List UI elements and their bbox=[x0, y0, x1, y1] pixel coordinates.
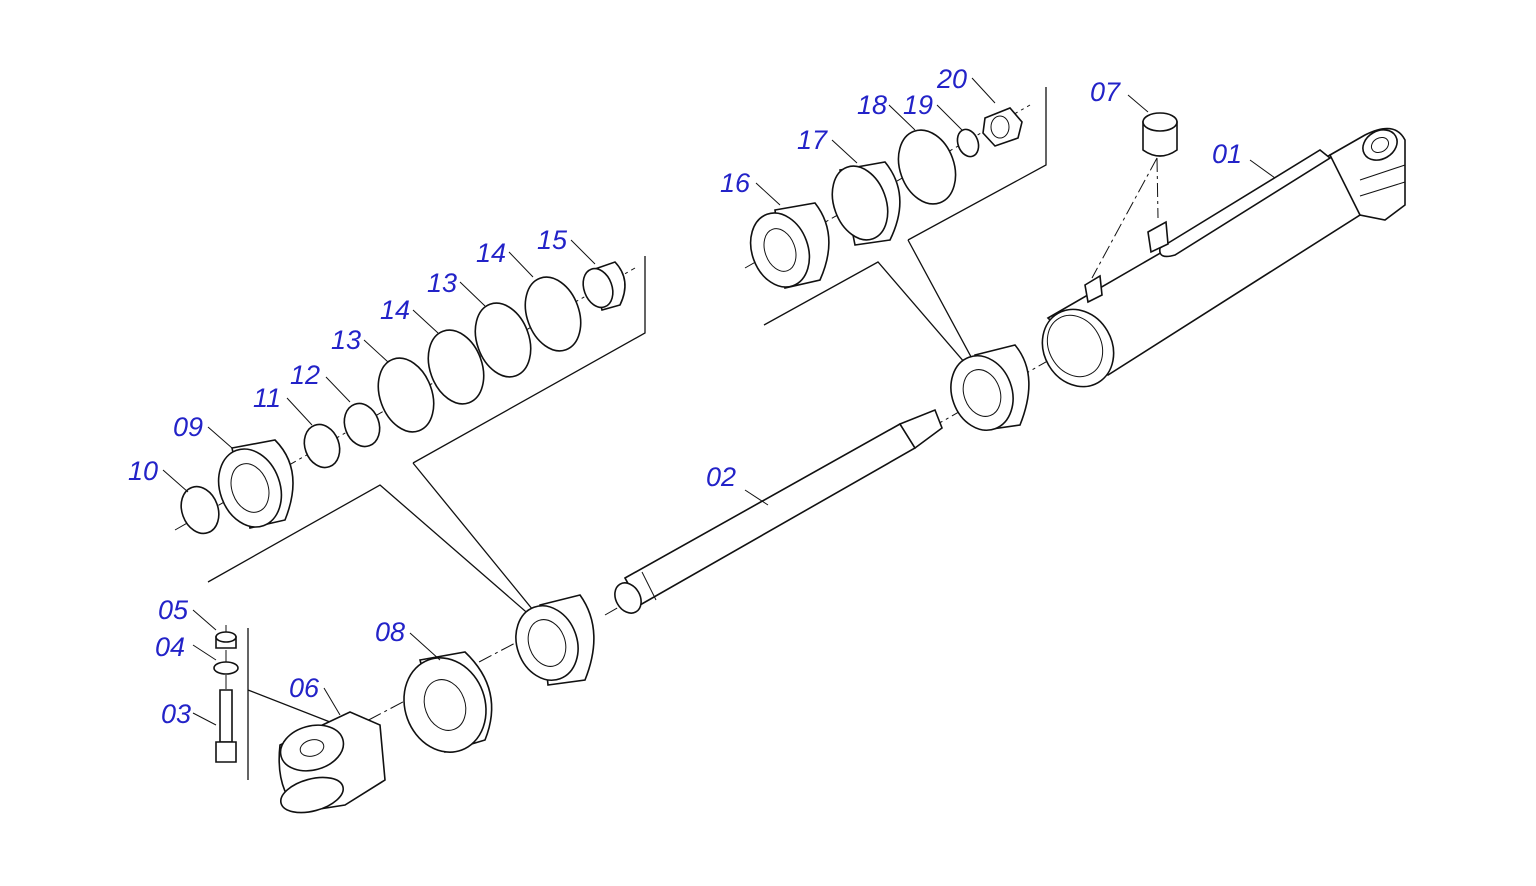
callout-07: 07 bbox=[1090, 77, 1121, 107]
piston-16 bbox=[749, 202, 830, 289]
callout-14b: 14 bbox=[476, 238, 506, 268]
washer bbox=[213, 661, 239, 675]
o-ring-13b bbox=[474, 302, 532, 378]
nut bbox=[215, 631, 237, 649]
gland-assembled bbox=[515, 594, 595, 686]
callout-10: 10 bbox=[128, 456, 158, 486]
cap-axis bbox=[1091, 157, 1158, 279]
callout-19: 19 bbox=[903, 90, 933, 120]
leader-lines bbox=[162, 77, 1276, 726]
callout-02: 02 bbox=[706, 462, 736, 492]
o-ring-18 bbox=[897, 129, 957, 205]
callout-20: 20 bbox=[936, 64, 967, 94]
cap-axis-2 bbox=[1156, 157, 1159, 219]
bolt bbox=[215, 689, 237, 763]
callout-17: 17 bbox=[797, 125, 828, 155]
callout-11: 11 bbox=[253, 383, 281, 413]
callout-15: 15 bbox=[537, 225, 568, 255]
callout-08: 08 bbox=[375, 617, 405, 647]
callout-13a: 13 bbox=[331, 325, 361, 355]
gland-kit-frame bbox=[207, 256, 646, 638]
wiper-seal-10 bbox=[180, 485, 220, 535]
callout-16: 16 bbox=[720, 168, 751, 198]
cylinder-tube bbox=[1041, 127, 1406, 388]
gland-nut bbox=[403, 651, 493, 754]
piston-rod bbox=[614, 408, 943, 614]
callout-03: 03 bbox=[161, 699, 191, 729]
callout-13b: 13 bbox=[427, 268, 457, 298]
callout-01: 01 bbox=[1212, 139, 1242, 169]
backup-ring-14b bbox=[524, 276, 582, 352]
piston-nut-20 bbox=[982, 107, 1023, 147]
guide-bush-15 bbox=[582, 261, 626, 311]
seal-ring-19 bbox=[956, 128, 980, 158]
piston-seal-17 bbox=[831, 161, 901, 246]
bolt-kit-frame bbox=[247, 628, 331, 780]
rod-eye bbox=[278, 711, 386, 814]
piston-assembled bbox=[950, 344, 1030, 431]
dust-cap bbox=[1142, 112, 1178, 157]
backup-ring-14a bbox=[427, 329, 485, 405]
o-ring-13a bbox=[377, 357, 435, 433]
callout-18: 18 bbox=[857, 90, 887, 120]
callout-14a: 14 bbox=[380, 295, 410, 325]
rod-seal-11 bbox=[303, 423, 341, 469]
gland-part-09 bbox=[217, 439, 294, 529]
callout-09: 09 bbox=[173, 412, 203, 442]
callout-05: 05 bbox=[158, 595, 189, 625]
callout-06: 06 bbox=[289, 673, 320, 703]
callout-12: 12 bbox=[290, 360, 320, 390]
rod-seal-ring-12 bbox=[343, 402, 381, 448]
callout-04: 04 bbox=[155, 632, 185, 662]
